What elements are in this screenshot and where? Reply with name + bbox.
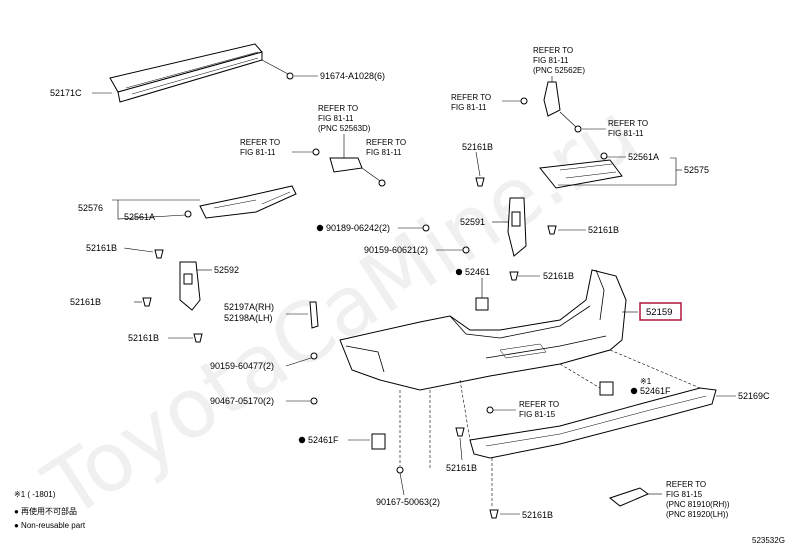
svg-text:FIG 81-11: FIG 81-11 bbox=[608, 129, 644, 138]
callout-52592: 52592 bbox=[214, 265, 239, 275]
callout-52161B-l3: 52161B bbox=[128, 333, 159, 343]
callout-52171C: 52171C bbox=[50, 88, 82, 98]
callout-52161B-b1: 52161B bbox=[446, 463, 477, 473]
ref-bottom-right: REFER TO FIG 81-15 (PNC 81910(RH)) (PNC … bbox=[666, 480, 730, 519]
svg-text:FIG 81-15: FIG 81-15 bbox=[666, 490, 703, 499]
svg-text:REFER TO: REFER TO bbox=[533, 46, 573, 55]
clip-left-3 bbox=[168, 333, 203, 343]
clip-bottom-2 bbox=[489, 509, 520, 519]
legend: ※1 ( -1801) ● 再使用不可部品 ● Non-reusable par… bbox=[14, 490, 86, 530]
ref-top-mid: REFER TO FIG 81-11 (PNC 52563D) bbox=[318, 104, 371, 133]
legend-note3: ● Non-reusable part bbox=[14, 521, 86, 530]
callout-52161B-m2: 52161B bbox=[588, 225, 619, 235]
callout-52461F-right: 52461F bbox=[640, 386, 671, 396]
callout-52561A-left: 52561A bbox=[124, 212, 155, 222]
callout-52591: 52591 bbox=[460, 217, 485, 227]
clip-left-2 bbox=[134, 297, 152, 307]
clip-mid-3 bbox=[509, 271, 540, 281]
figure-id: 523532G bbox=[752, 536, 785, 545]
svg-text:REFER TO: REFER TO bbox=[666, 480, 706, 489]
bolt-91674 bbox=[261, 59, 318, 80]
ref-mid-right-a: REFER TO FIG 81-11 bbox=[451, 93, 491, 112]
pad-52461F-right[interactable] bbox=[599, 381, 638, 396]
clip-mid-2 bbox=[547, 225, 586, 235]
callout-52159[interactable]: 52159 bbox=[646, 307, 672, 318]
callout-52161B-b2: 52161B bbox=[522, 510, 553, 520]
svg-text:FIG 81-11: FIG 81-11 bbox=[240, 148, 276, 157]
watermark: ToyotaCaMine.ru bbox=[28, 85, 653, 537]
retainer-52575[interactable] bbox=[539, 152, 682, 189]
svg-text:(PNC 52563D): (PNC 52563D) bbox=[318, 124, 371, 133]
retainer-52576[interactable] bbox=[112, 185, 297, 220]
svg-text:REFER TO: REFER TO bbox=[366, 138, 406, 147]
svg-text:FIG 81-11: FIG 81-11 bbox=[318, 114, 354, 123]
callout-52561A-right: 52561A bbox=[628, 152, 659, 162]
ref-top-right: REFER TO FIG 81-11 (PNC 52562E) bbox=[533, 46, 585, 75]
callout-52575: 52575 bbox=[684, 165, 709, 175]
absorber-52169C[interactable] bbox=[469, 387, 736, 459]
pad-52461F-left[interactable] bbox=[298, 433, 386, 450]
svg-text:REFER TO: REFER TO bbox=[519, 400, 559, 409]
svg-text:REFER TO: REFER TO bbox=[451, 93, 491, 102]
assembly-guides bbox=[399, 349, 701, 508]
svg-text:REFER TO: REFER TO bbox=[240, 138, 280, 147]
bracket-top-right bbox=[502, 76, 606, 133]
clip-90467 bbox=[286, 397, 318, 405]
callout-52161B-l2: 52161B bbox=[70, 297, 101, 307]
callout-52576: 52576 bbox=[78, 203, 103, 213]
reflector-lower bbox=[608, 487, 662, 507]
bracket-top-mid bbox=[292, 134, 386, 187]
ref-left-mid: REFER TO FIG 81-11 bbox=[240, 138, 280, 157]
callout-90167-50063: 90167-50063(2) bbox=[376, 497, 440, 507]
svg-text:FIG 81-15: FIG 81-15 bbox=[519, 410, 556, 419]
screw-90159-60477 bbox=[285, 352, 318, 367]
callout-52461: 52461 bbox=[465, 267, 490, 277]
svg-text:(PNC 52562E): (PNC 52562E) bbox=[533, 66, 585, 75]
legend-note2: ● 再使用不可部品 bbox=[14, 506, 77, 516]
callout-90189-06242: 90189-06242(2) bbox=[326, 223, 390, 233]
nut-90189 bbox=[316, 224, 430, 232]
callout-52198A: 52198A(LH) bbox=[224, 313, 273, 323]
legend-note1: ※1 ( -1801) bbox=[14, 490, 56, 499]
callout-52161B-m1: 52161B bbox=[462, 142, 493, 152]
callout-52197A: 52197A(RH) bbox=[224, 302, 274, 312]
callout-90467-05170: 90467-05170(2) bbox=[210, 396, 274, 406]
highlight-box-52159 bbox=[639, 302, 682, 321]
svg-text:REFER TO: REFER TO bbox=[608, 119, 648, 128]
svg-text:FIG 81-11: FIG 81-11 bbox=[451, 103, 487, 112]
ref-center: REFER TO FIG 81-15 bbox=[486, 400, 559, 419]
bumper-cover-52159[interactable] bbox=[339, 269, 638, 391]
screw-90167 bbox=[396, 466, 405, 496]
svg-text:(PNC 81910(RH)): (PNC 81910(RH)) bbox=[666, 500, 730, 509]
svg-text:FIG 81-11: FIG 81-11 bbox=[366, 148, 402, 157]
clip-bottom-1 bbox=[455, 427, 465, 461]
svg-text:(PNC 81920(LH)): (PNC 81920(LH)) bbox=[666, 510, 729, 519]
reinforcement-52171C[interactable] bbox=[92, 43, 263, 103]
bracket-52591[interactable] bbox=[492, 197, 527, 257]
svg-text:FIG 81-11: FIG 81-11 bbox=[533, 56, 569, 65]
ref-right-mid: REFER TO FIG 81-11 bbox=[366, 138, 406, 157]
note-mark: ※1 bbox=[640, 377, 652, 386]
callout-52461F-left: 52461F bbox=[308, 435, 339, 445]
callout-90159-60477: 90159-60477(2) bbox=[210, 361, 274, 371]
ref-mid-right-b: REFER TO FIG 81-11 bbox=[608, 119, 648, 138]
callout-90159-60621: 90159-60621(2) bbox=[364, 245, 428, 255]
side-bracket-52197A[interactable] bbox=[286, 301, 319, 329]
callout-52161B-l1: 52161B bbox=[86, 243, 117, 253]
pad-52461[interactable] bbox=[455, 268, 489, 311]
clip-mid-1 bbox=[475, 151, 485, 187]
svg-text:REFER TO: REFER TO bbox=[318, 104, 358, 113]
callout-52169C: 52169C bbox=[738, 391, 770, 401]
clip-left-1 bbox=[123, 247, 164, 259]
callout-52161B-m3: 52161B bbox=[543, 271, 574, 281]
screw-90159-60621 bbox=[436, 246, 470, 254]
bracket-52592[interactable] bbox=[179, 261, 212, 311]
callout-91674-A1028: 91674-A1028(6) bbox=[320, 71, 385, 81]
